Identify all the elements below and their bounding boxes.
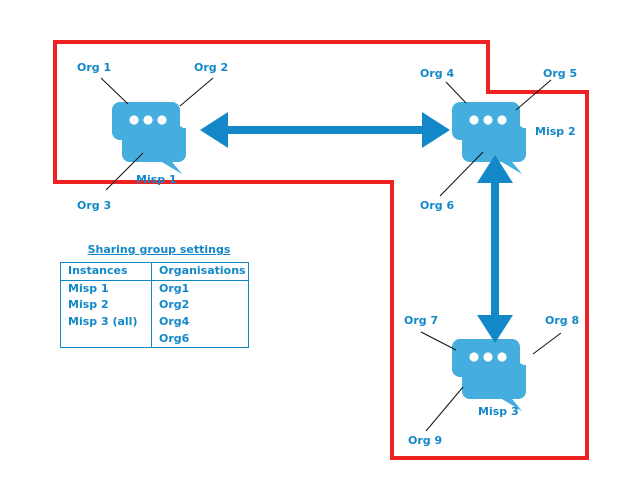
cell-instance: Misp 1	[68, 281, 109, 295]
org-label-6: Org 6	[420, 199, 455, 212]
leader-org-3	[105, 152, 144, 191]
leader-org-7	[420, 331, 457, 351]
org-label-3: Org 3	[77, 199, 112, 212]
sharing-group-regions	[53, 40, 589, 460]
leader-org-2	[179, 77, 214, 107]
cell-organisation: Org6	[151, 330, 249, 348]
leader-org-6	[439, 151, 484, 197]
cell-organisation: Org4	[151, 313, 249, 331]
leader-org-5	[515, 79, 552, 111]
org-label-5: Org 5	[543, 67, 578, 80]
table-header-row: Instances Organisations	[60, 262, 249, 281]
cell-instance: Misp 2	[68, 298, 109, 312]
table-row: Misp 3 (all) Org4	[61, 313, 249, 331]
cell-instance-empty	[61, 331, 152, 348]
org-label-4: Org 4	[420, 67, 455, 80]
misp-label-1: Misp 1	[136, 173, 177, 186]
misp-3-icon	[452, 339, 526, 411]
org-label-9: Org 9	[408, 434, 443, 447]
cell-instance: Misp 3 (all)	[68, 314, 138, 328]
org-label-2: Org 2	[194, 61, 229, 74]
table-row: Misp 1 Org1	[61, 280, 249, 298]
leader-org-8	[532, 332, 562, 355]
misp-label-3: Misp 3	[478, 405, 519, 418]
column-header-instances: Instances	[60, 262, 152, 281]
column-header-organisations: Organisations	[151, 262, 249, 281]
table-row: Misp 2 Org2	[61, 297, 249, 314]
misp-2-icon	[452, 102, 526, 174]
sharing-group-title: Sharing group settings	[87, 243, 231, 256]
table-row: Org6	[61, 330, 249, 348]
leader-lines	[100, 77, 562, 432]
leader-org-9	[425, 386, 464, 432]
cell-organisation: Org1	[151, 280, 249, 298]
misp-1-icon	[112, 102, 186, 174]
leader-org-4	[445, 81, 467, 104]
cell-organisation: Org2	[151, 297, 249, 314]
leader-org-1	[100, 77, 129, 105]
sharing-group-settings: Sharing group settings Instances Organis…	[60, 243, 255, 349]
org-label-1: Org 1	[77, 61, 112, 74]
connector-misp1-misp2	[200, 112, 450, 148]
connector-misp2-misp3	[477, 155, 513, 343]
org-label-8: Org 8	[545, 314, 580, 327]
org-label-7: Org 7	[404, 314, 439, 327]
sharing-group-table: Instances Organisations Misp 1 Org1 Misp…	[60, 262, 249, 349]
misp-label-2: Misp 2	[535, 125, 576, 138]
sharing-group-union-outline	[53, 40, 589, 460]
